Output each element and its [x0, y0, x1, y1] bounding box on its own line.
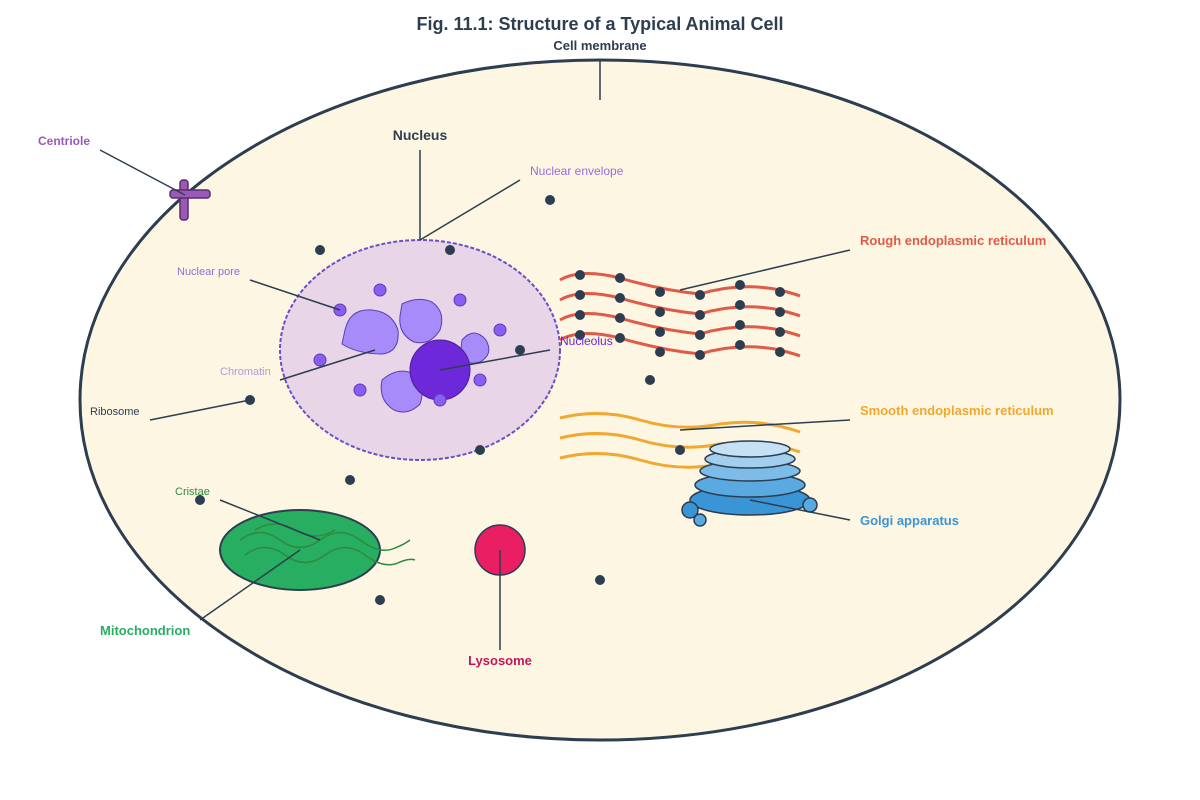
ribosome — [735, 340, 745, 350]
ribosome — [195, 495, 205, 505]
label-mitochondrion: Mitochondrion — [100, 623, 190, 638]
leader-cristae — [219, 499, 321, 541]
ribosome — [695, 350, 705, 360]
nuclear-pore — [353, 383, 367, 397]
ribosome — [615, 293, 625, 303]
ribosome — [575, 330, 585, 340]
leader-mitochondrion — [199, 549, 301, 621]
label-ribosome: Ribosome — [90, 406, 140, 418]
label-chromatin: Chromatin — [220, 366, 271, 378]
leader-rough-er — [679, 249, 851, 291]
chromatin-blob — [341, 309, 399, 355]
ribosome — [595, 575, 605, 585]
chromatin-blob — [399, 298, 443, 344]
ribosome — [695, 310, 705, 320]
nuclear-pore — [313, 353, 327, 367]
ribosome — [575, 290, 585, 300]
leader-nuclear-envelope — [419, 179, 521, 241]
ribosome — [645, 375, 655, 385]
ribosome — [445, 245, 455, 255]
leader-lines — [99, 60, 851, 650]
ribosome — [615, 273, 625, 283]
ribosome — [735, 300, 745, 310]
ribosome — [655, 287, 665, 297]
label-nucleolus: Nucleolus — [560, 334, 613, 348]
ribosome — [775, 327, 785, 337]
golgi-vesicle — [681, 501, 699, 519]
nuclear-pore — [493, 323, 507, 337]
leader-centriole — [99, 149, 186, 196]
ribosome — [615, 333, 625, 343]
label-nuclear-envelope: Nuclear envelope — [530, 164, 624, 178]
ribosome — [695, 290, 705, 300]
label-cristae: Cristae — [175, 486, 210, 498]
ribosome — [545, 195, 555, 205]
nuclear-pore — [433, 393, 447, 407]
ribosome — [315, 245, 325, 255]
ribosome — [775, 287, 785, 297]
ribosome — [735, 280, 745, 290]
rough-er-ribosomes — [575, 270, 785, 360]
nuclear-pore — [473, 373, 487, 387]
ribosome — [345, 475, 355, 485]
ribosome — [655, 307, 665, 317]
leader-nuclear-pore — [249, 279, 341, 311]
leader-chromatin — [279, 349, 376, 381]
golgi-vesicle — [802, 497, 818, 513]
ribosome — [515, 345, 525, 355]
label-cell-membrane: Cell membrane — [553, 38, 646, 53]
ribosome — [695, 330, 705, 340]
label-centriole: Centriole — [38, 134, 90, 148]
label-nucleus: Nucleus — [393, 127, 448, 143]
ribosome — [775, 307, 785, 317]
ribosome — [735, 320, 745, 330]
golgi-vesicle — [693, 513, 707, 527]
ribosome — [655, 347, 665, 357]
free-ribosomes — [195, 195, 685, 605]
ribosome — [675, 445, 685, 455]
leader-nucleolus — [439, 349, 551, 371]
ribosome — [475, 445, 485, 455]
leader-smooth-er — [679, 419, 851, 431]
ribosome — [655, 327, 665, 337]
label-nuclear-pore: Nuclear pore — [177, 266, 240, 278]
ribosome — [575, 270, 585, 280]
ribosome — [775, 347, 785, 357]
ribosome — [575, 310, 585, 320]
leader-ribosome — [149, 399, 251, 421]
figure-title: Fig. 11.1: Structure of a Typical Animal… — [416, 14, 783, 34]
label-smooth-er: Smooth endoplasmic reticulum — [860, 403, 1054, 418]
label-rough-er: Rough endoplasmic reticulum — [860, 233, 1046, 248]
leader-golgi — [749, 499, 851, 521]
ribosome — [375, 595, 385, 605]
ribosome — [615, 313, 625, 323]
nuclear-pore — [453, 293, 467, 307]
nuclear-pore — [373, 283, 387, 297]
label-lysosome: Lysosome — [468, 653, 532, 668]
cell-membrane — [78, 58, 1122, 742]
label-golgi: Golgi apparatus — [860, 513, 959, 528]
